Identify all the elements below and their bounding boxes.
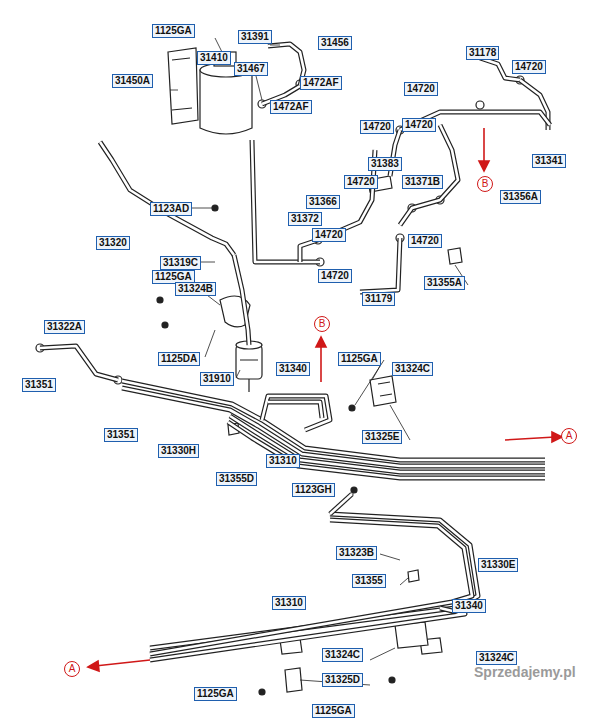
callout-number: 1125GA: [194, 687, 237, 701]
fuel-tube: [360, 238, 400, 292]
fuel-tube: [330, 494, 352, 514]
parts-outlines: [36, 48, 524, 695]
callout-number: 14720: [404, 82, 438, 96]
fuel-tube: [150, 608, 465, 660]
callout-number: 1125GA: [338, 352, 381, 366]
callout-number: 31351: [104, 428, 138, 442]
callout-number: 31324B: [175, 282, 216, 296]
callout-number: 31340: [276, 362, 310, 376]
callout-number: 14720: [402, 118, 436, 132]
fuel-tube: [234, 255, 249, 345]
callout-number: 14720: [312, 228, 346, 242]
callout-number: 31322A: [44, 320, 85, 334]
callout-number: 31351: [22, 378, 56, 392]
fuel-tube: [520, 80, 548, 130]
callout-number: 31372: [288, 212, 322, 226]
fuel-tube: [262, 396, 330, 430]
callout-number: 14720: [360, 120, 394, 134]
fuel-tube: [150, 520, 472, 654]
continuation-marker: B: [477, 176, 493, 192]
callout-number: 31355D: [216, 472, 257, 486]
callout-number: 31320: [96, 236, 130, 250]
callout-number: 31324C: [392, 362, 433, 376]
callout-number: 1472AF: [270, 100, 312, 114]
fuel-tube: [230, 416, 545, 472]
fuel-tube: [300, 240, 318, 262]
callout-number: 31324C: [322, 648, 363, 662]
callout-number: 1472AF: [300, 76, 342, 90]
callout-number: 14720: [408, 234, 442, 248]
fuel-tube: [268, 402, 322, 418]
callout-number: 31910: [200, 372, 234, 386]
fuel-tube: [268, 402, 322, 418]
callout-number: 1125GA: [312, 704, 355, 718]
fuel-tube: [122, 381, 545, 460]
callout-number: 1125DA: [158, 352, 200, 366]
fuel-tube: [122, 388, 545, 466]
callout-number: 31355A: [424, 276, 465, 290]
callout-number: 31325E: [362, 430, 402, 444]
fuel-tube: [40, 346, 118, 380]
callout-number: 31319C: [160, 256, 201, 270]
callout-number: 31467: [234, 62, 268, 76]
callout-number: 31310: [272, 596, 306, 610]
watermark: Sprzedajemy.pl: [474, 664, 576, 680]
fuel-tube: [268, 44, 304, 86]
callout-number: 31366: [306, 195, 340, 209]
continuation-marker: A: [561, 428, 577, 444]
callout-number: 31178: [466, 46, 499, 60]
callout-number: 31391: [238, 30, 272, 44]
callout-number: 31383: [368, 157, 402, 171]
fuel-tube: [150, 520, 472, 654]
callout-number: 1123GH: [292, 483, 335, 497]
continuation-marker: B: [314, 316, 330, 332]
fuel-tube: [520, 80, 548, 130]
fuel-tube: [40, 346, 118, 380]
fuel-tubes: [40, 44, 550, 660]
fuel-tube: [234, 255, 249, 345]
callout-number: 1125GA: [152, 24, 195, 38]
fuel-tube: [300, 240, 318, 262]
fuel-tube: [228, 422, 545, 478]
callout-number: 31324C: [476, 651, 517, 665]
callout-number: 31456: [318, 36, 352, 50]
callout-number: 31325D: [322, 673, 363, 687]
fuel-tube: [268, 44, 304, 86]
continuation-marker: A: [64, 661, 80, 677]
fuel-tube: [122, 381, 545, 460]
callout-number: 14720: [512, 60, 546, 74]
callout-number: 31355: [352, 574, 386, 588]
callout-number: 14720: [344, 175, 378, 189]
leader-lines: [170, 38, 468, 685]
continuation-arrows: [88, 128, 562, 671]
callout-number: 1123AD: [150, 202, 192, 216]
callout-number: 31330H: [158, 444, 199, 458]
callout-number: 31371B: [402, 175, 443, 189]
callout-number: 31330E: [478, 558, 518, 572]
fuel-tube: [360, 238, 400, 292]
fuel-tube: [230, 416, 545, 472]
callout-number: 31179: [362, 292, 395, 306]
fuel-tube: [400, 125, 458, 225]
callout-number: 31323B: [336, 546, 377, 560]
fuel-tube: [262, 396, 330, 430]
fuel-tube: [400, 125, 458, 225]
callout-number: 31356A: [500, 190, 541, 204]
callout-number: 31341: [532, 154, 566, 168]
callout-number: 31450A: [112, 74, 153, 88]
callout-number: 31310: [266, 454, 300, 468]
callout-number: 14720: [318, 269, 352, 283]
fuel-tube: [122, 388, 545, 466]
callout-number: 31340: [452, 599, 486, 613]
callout-number: 31410: [197, 51, 231, 65]
fuel-tube: [330, 494, 352, 514]
fuel-tube: [228, 422, 545, 478]
fuel-tube: [150, 608, 465, 660]
